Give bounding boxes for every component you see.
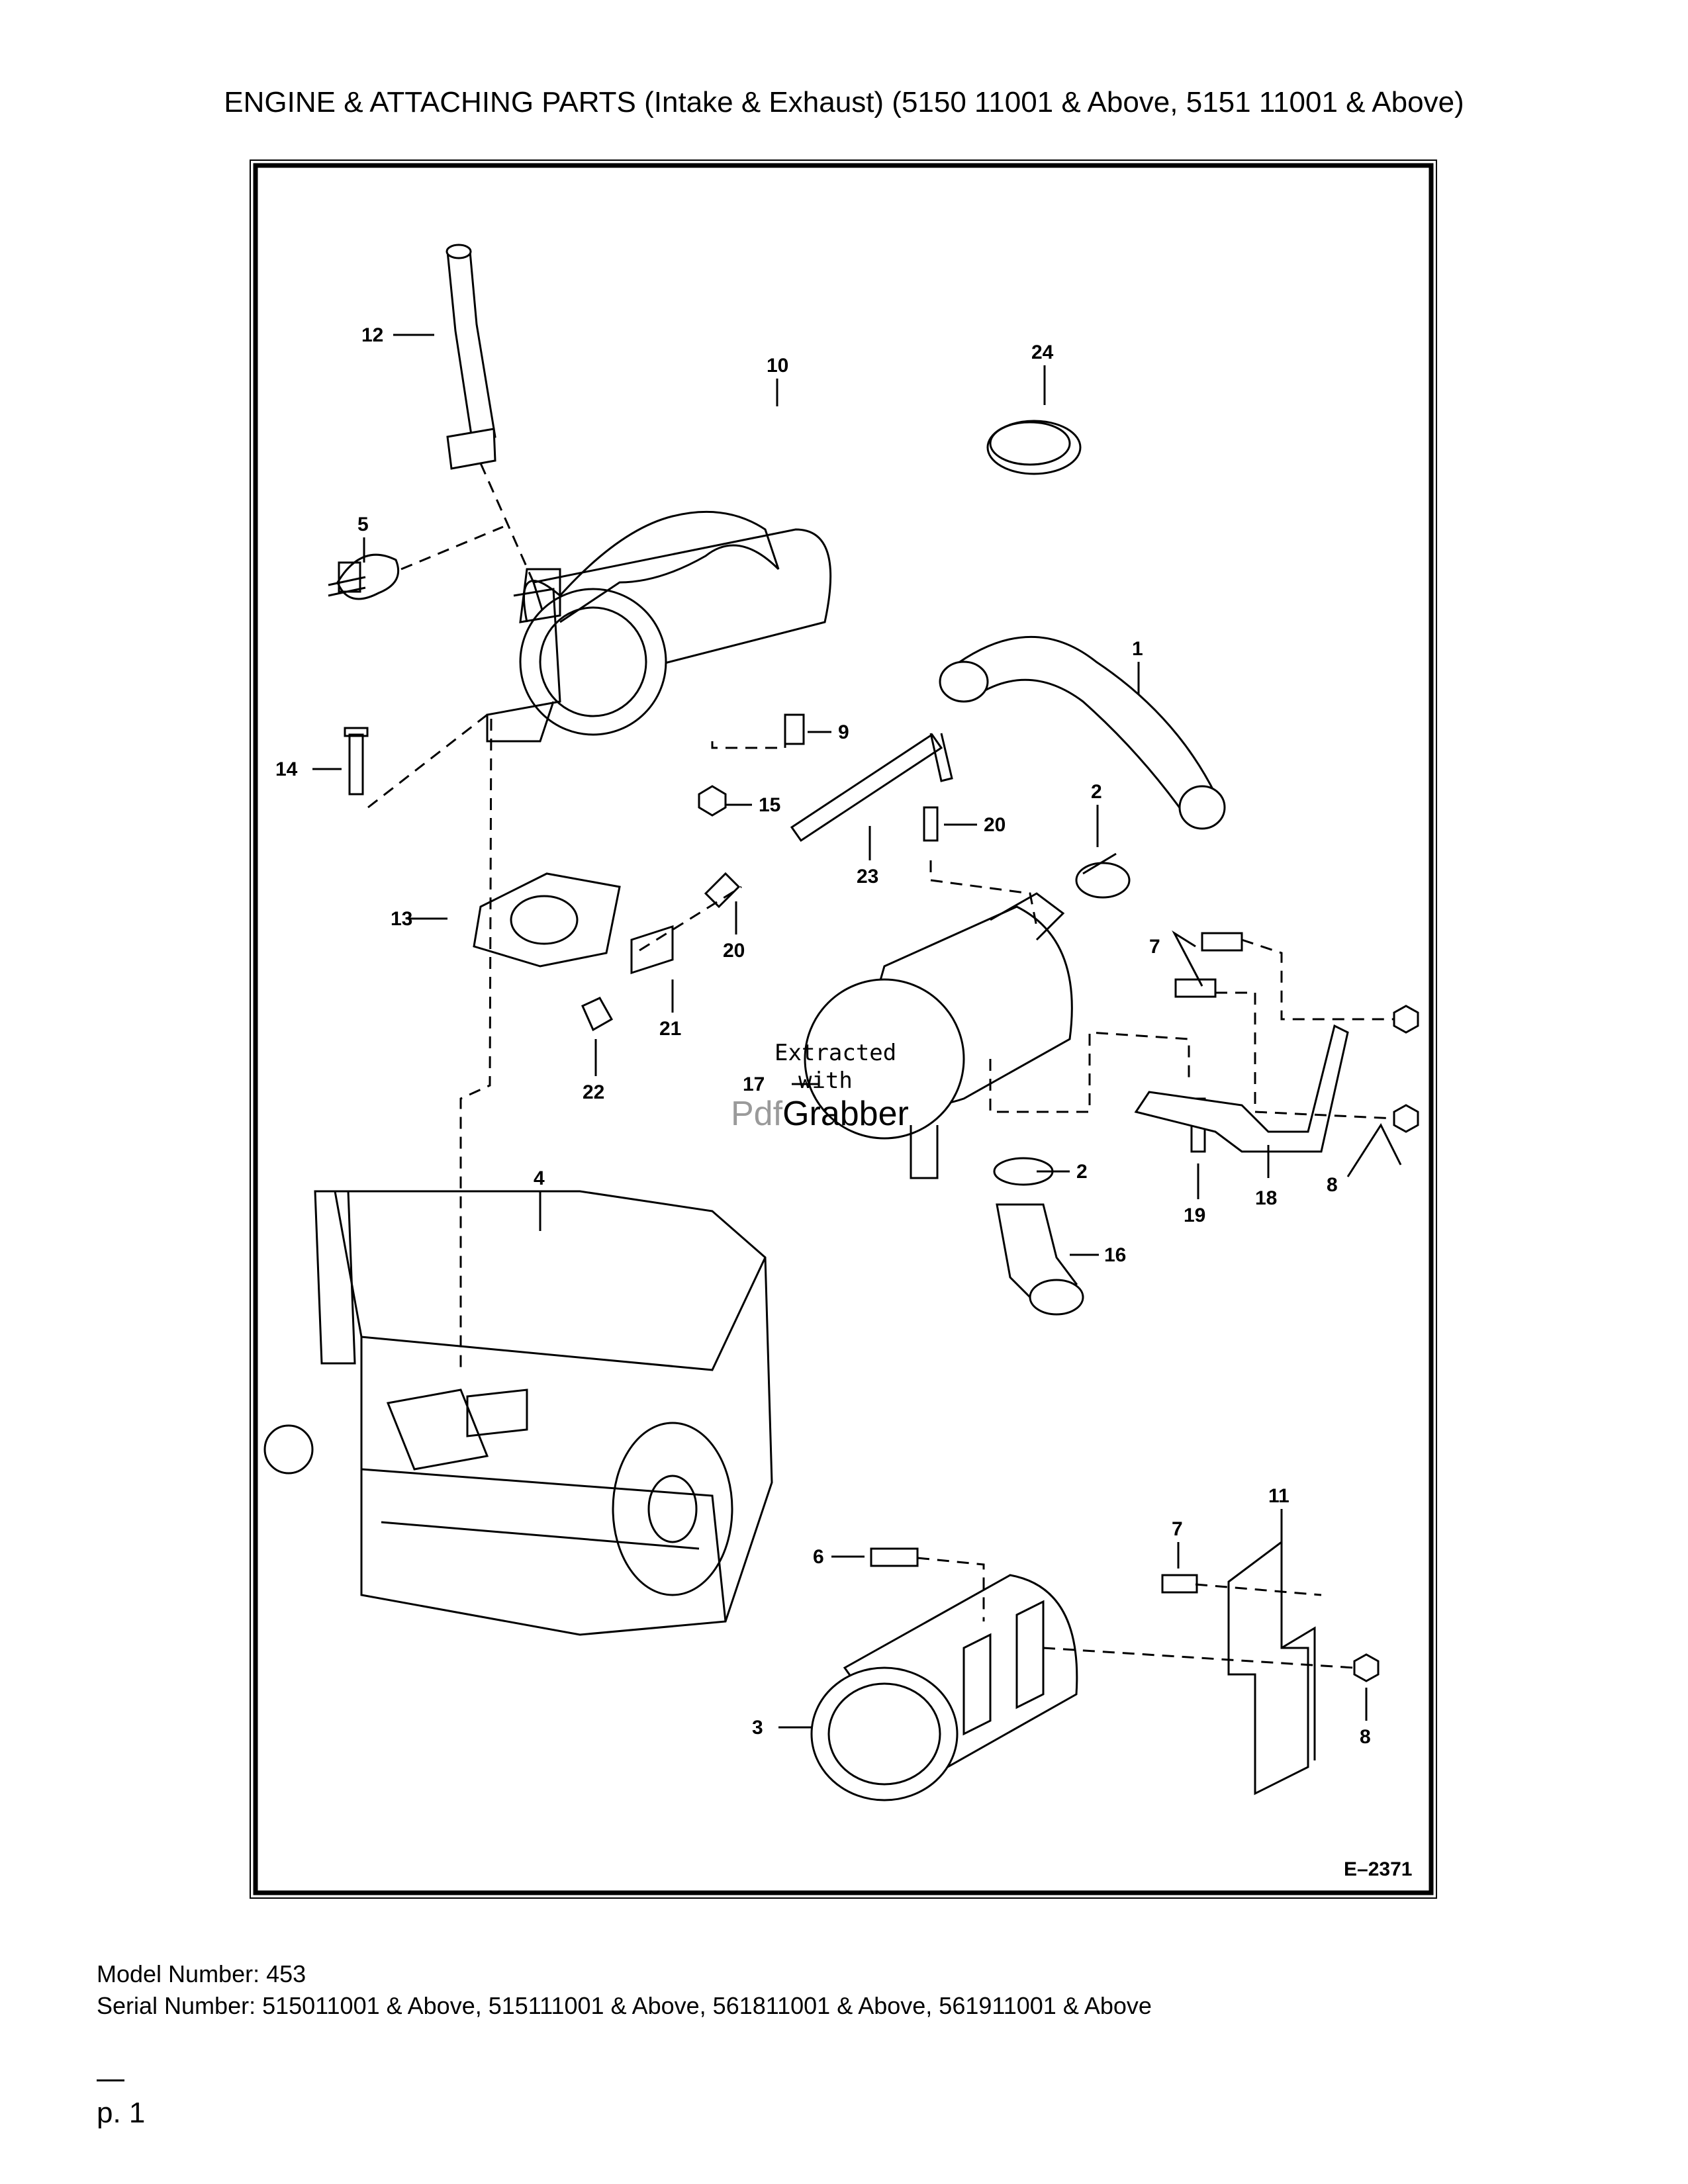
part-9-bolt <box>784 713 805 745</box>
part-15-nut <box>698 785 727 817</box>
part-8-nut-c <box>1353 1653 1380 1682</box>
label-2-lower: 2 <box>1076 1161 1088 1183</box>
part-5-clamp <box>328 553 400 600</box>
part-18-bracket <box>1134 1024 1349 1153</box>
part-12-tailpipe <box>445 244 496 470</box>
page-title: ENGINE & ATTACHING PARTS (Intake & Exhau… <box>224 86 1464 118</box>
part-7-bolt <box>1201 932 1243 952</box>
part-7-bolt-b <box>1174 978 1217 998</box>
parts-diagram: 12 24 5 10 1 9 14 15 2 20 23 7 13 20 21 … <box>249 159 1438 1899</box>
label-21: 21 <box>659 1018 681 1040</box>
figure-code: E–2371 <box>1344 1858 1412 1880</box>
part-11-bracket <box>1227 1540 1316 1796</box>
label-20: 20 <box>984 814 1006 836</box>
watermark-brand: PdfGrabber <box>731 1095 909 1133</box>
label-7-lower: 7 <box>1172 1518 1183 1540</box>
label-12: 12 <box>361 324 383 346</box>
part-20-fitting-lower <box>704 872 741 909</box>
label-11: 11 <box>1268 1485 1289 1507</box>
label-19: 19 <box>1184 1205 1205 1226</box>
label-14: 14 <box>275 758 298 780</box>
part-14-bolt <box>344 727 369 796</box>
watermark-brand-a: Pdf <box>731 1095 783 1133</box>
watermark-line2: with <box>798 1068 853 1094</box>
part-8-nut <box>1393 1005 1419 1034</box>
label-23: 23 <box>857 866 878 887</box>
watermark: Extracted with PdfGrabber <box>731 1040 909 1133</box>
label-24: 24 <box>1031 341 1054 363</box>
watermark-line1: Extracted <box>774 1040 896 1066</box>
part-21-bracket <box>630 925 674 975</box>
part-22-cap <box>581 997 614 1032</box>
part-1-hose <box>939 635 1226 830</box>
part-3-muffler <box>810 1574 1078 1801</box>
label-2: 2 <box>1091 781 1102 803</box>
label-20-lower: 20 <box>723 940 745 962</box>
label-17: 17 <box>743 1073 765 1095</box>
part-10-muffler <box>486 510 832 743</box>
label-22: 22 <box>583 1081 604 1103</box>
label-15: 15 <box>759 794 780 816</box>
page-number: p. 1 <box>97 2097 146 2129</box>
diagram-canvas: 12 24 5 10 1 9 14 15 2 20 23 7 13 20 21 … <box>250 159 1437 1899</box>
part-6-bolt <box>870 1547 919 1567</box>
part-20-fitting <box>923 806 939 842</box>
label-5: 5 <box>357 514 369 535</box>
part-16-elbow <box>996 1203 1084 1316</box>
page-rule <box>97 2079 124 2081</box>
part-24-ring <box>986 420 1082 475</box>
label-9: 9 <box>838 721 849 743</box>
part-4-engine <box>263 1190 773 1636</box>
label-8-lower: 8 <box>1360 1726 1371 1748</box>
label-18: 18 <box>1255 1187 1277 1209</box>
label-7: 7 <box>1149 936 1160 958</box>
part-17-air-cleaner <box>804 892 1073 1179</box>
inner-border <box>253 163 1434 1895</box>
outer-border <box>250 159 1437 1899</box>
part-8-nut-b <box>1393 1104 1419 1133</box>
part-13-gasket <box>473 872 621 968</box>
serial-number: Serial Number: 515011001 & Above, 515111… <box>97 1992 1152 2019</box>
label-6: 6 <box>813 1546 824 1568</box>
watermark-brand-b: Grabber <box>782 1095 909 1133</box>
part-7-bolt-c <box>1161 1574 1198 1594</box>
label-1: 1 <box>1132 638 1143 660</box>
part-2-clamp <box>1075 852 1131 899</box>
label-16: 16 <box>1104 1244 1126 1266</box>
label-8: 8 <box>1327 1174 1338 1196</box>
model-number: Model Number: 453 <box>97 1960 306 1987</box>
label-13: 13 <box>391 908 412 930</box>
label-3: 3 <box>752 1717 763 1739</box>
part-23-tube <box>790 733 953 842</box>
label-4: 4 <box>534 1167 545 1189</box>
label-10: 10 <box>767 355 788 377</box>
